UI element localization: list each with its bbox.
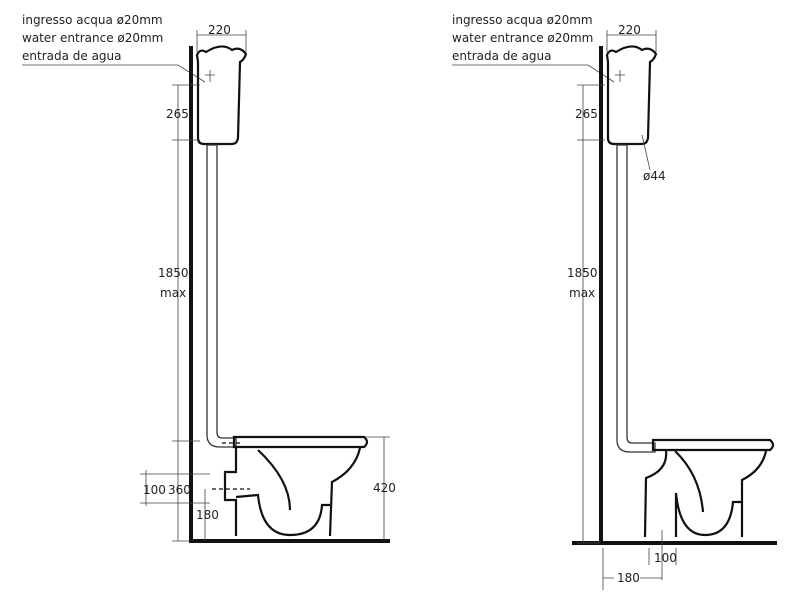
dim-vertical-line (577, 84, 605, 544)
seat (651, 438, 775, 452)
bowl-body (643, 450, 768, 538)
wall-and-floor (189, 46, 390, 543)
dim-cistern-height: 265 (166, 107, 189, 121)
inlet-label-it: ingresso acqua ø20mm (452, 13, 593, 27)
dim-cistern-width: 220 (208, 23, 231, 37)
flush-pipe (616, 144, 656, 453)
dim-outlet-diameter: 100 (654, 551, 677, 565)
dim-total-height: 1850 (158, 266, 189, 280)
dim-total-height-suffix: max (569, 286, 595, 300)
dim-cistern-height: 265 (575, 107, 598, 121)
dim-pipe-diameter: ø44 (643, 169, 666, 183)
left-view-drawing: ingresso acqua ø20mm water entrance ø20m… (22, 13, 396, 543)
inlet-label-it: ingresso acqua ø20mm (22, 13, 163, 27)
dim-outlet-height: 360 (168, 483, 191, 497)
inlet-label-es: entrada de agua (452, 49, 552, 63)
dim-seat-height: 420 (373, 481, 396, 495)
inlet-cross (205, 70, 215, 82)
dim-seat-line (365, 436, 390, 541)
trap-inner (674, 450, 705, 513)
dim-vertical-line (172, 84, 200, 542)
trap-outer (674, 492, 742, 537)
inlet-leader-line (452, 64, 615, 83)
dim-outlet-lines (140, 470, 210, 541)
inlet-leader-line (22, 64, 206, 83)
dim-cistern-width: 220 (618, 23, 641, 37)
right-view-drawing: ingresso acqua ø20mm water entrance ø20m… (452, 13, 777, 590)
inlet-cross (615, 70, 625, 82)
inlet-label-en: water entrance ø20mm (452, 31, 593, 45)
dim-outlet-distance: 180 (617, 571, 640, 585)
bowl-body (223, 447, 362, 537)
trap-outer (235, 493, 330, 537)
outlet-centerline (212, 442, 250, 490)
cistern (195, 45, 248, 146)
inlet-label-en: water entrance ø20mm (22, 31, 163, 45)
dim-total-height: 1850 (567, 266, 598, 280)
inlet-label-es: entrada de agua (22, 49, 122, 63)
flush-pipe (206, 144, 237, 448)
dim-outlet-bottom: 180 (196, 508, 219, 522)
trap-inner (257, 449, 292, 511)
dim-outlet-lines (602, 530, 677, 590)
seat (232, 435, 369, 449)
pipe-diameter-leader (641, 134, 651, 171)
dim-total-height-suffix: max (160, 286, 186, 300)
dim-width-line (196, 30, 247, 52)
cistern (605, 45, 658, 146)
dim-width-line (606, 30, 657, 52)
dim-outlet-diameter: 100 (143, 483, 166, 497)
